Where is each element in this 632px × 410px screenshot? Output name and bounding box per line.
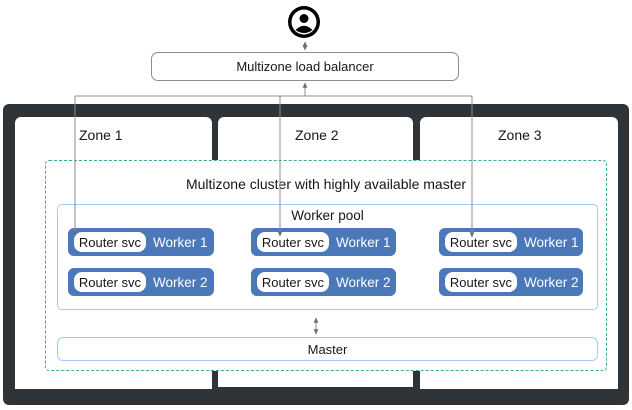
worker-node: Router svc Worker 2 xyxy=(251,268,396,296)
router-svc: Router svc xyxy=(74,272,146,292)
router-svc: Router svc xyxy=(257,272,329,292)
user-icon xyxy=(288,6,320,38)
zone-3-label: Zone 3 xyxy=(498,127,542,143)
worker-node: Router svc Worker 1 xyxy=(251,228,396,256)
worker-node: Router svc Worker 1 xyxy=(68,228,214,256)
zone-1-label: Zone 1 xyxy=(79,127,123,143)
worker-node: Router svc Worker 1 xyxy=(439,228,583,256)
load-balancer-label: Multizone load balancer xyxy=(236,59,374,74)
zone-2-label: Zone 2 xyxy=(295,127,339,143)
worker-label: Worker 1 xyxy=(153,234,208,250)
worker-label: Worker 2 xyxy=(336,274,391,290)
router-svc: Router svc xyxy=(257,232,329,252)
worker-node: Router svc Worker 2 xyxy=(439,268,583,296)
cluster-label: Multizone cluster with highly available … xyxy=(185,176,467,192)
worker-label: Worker 1 xyxy=(524,234,579,250)
worker-label: Worker 2 xyxy=(153,274,208,290)
worker-label: Worker 2 xyxy=(524,274,579,290)
master-label: Master xyxy=(307,341,348,357)
worker-node: Router svc Worker 2 xyxy=(68,268,214,296)
master-node: Master xyxy=(57,337,598,361)
worker-label: Worker 1 xyxy=(336,234,391,250)
router-svc: Router svc xyxy=(445,232,517,252)
worker-pool-label: Worker pool xyxy=(291,208,364,223)
load-balancer: Multizone load balancer xyxy=(151,52,459,81)
router-svc: Router svc xyxy=(445,272,517,292)
router-svc: Router svc xyxy=(74,232,146,252)
